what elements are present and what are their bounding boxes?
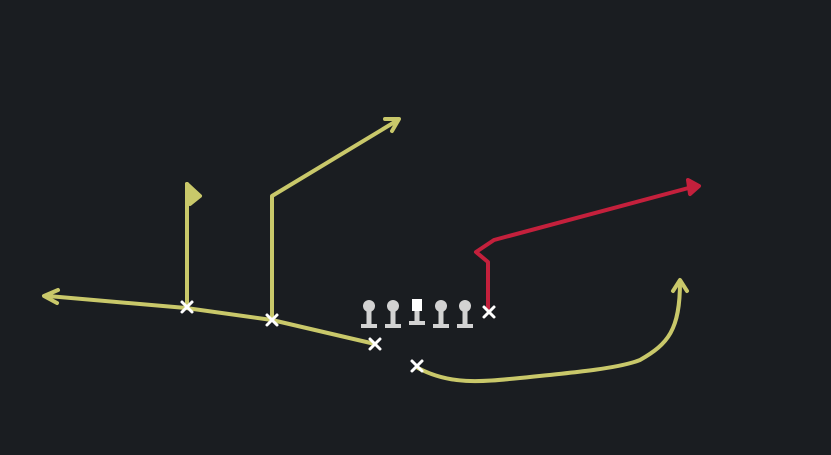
curl-route	[185, 182, 202, 308]
x-marker-icon	[265, 313, 279, 327]
lineman-icon	[457, 300, 473, 328]
wheel-route	[416, 278, 689, 384]
out-route-left	[42, 288, 377, 346]
x-marker-icon	[482, 305, 496, 319]
offensive-line	[361, 299, 473, 328]
arrowhead-icon	[42, 288, 60, 305]
lineman-icon	[433, 300, 449, 328]
center-square-icon	[409, 299, 425, 325]
lineman-icon	[361, 300, 377, 328]
corner-route	[474, 178, 701, 310]
arrowhead-icon	[671, 278, 689, 293]
post-route	[270, 117, 401, 320]
player-markers	[180, 300, 496, 373]
arrowhead-icon	[686, 178, 701, 196]
x-marker-icon	[410, 359, 424, 373]
flag-arrowhead-icon	[185, 182, 202, 206]
arrowhead-icon	[383, 117, 401, 133]
lineman-icon	[385, 300, 401, 328]
x-marker-icon	[180, 300, 194, 314]
x-marker-icon	[368, 337, 382, 351]
